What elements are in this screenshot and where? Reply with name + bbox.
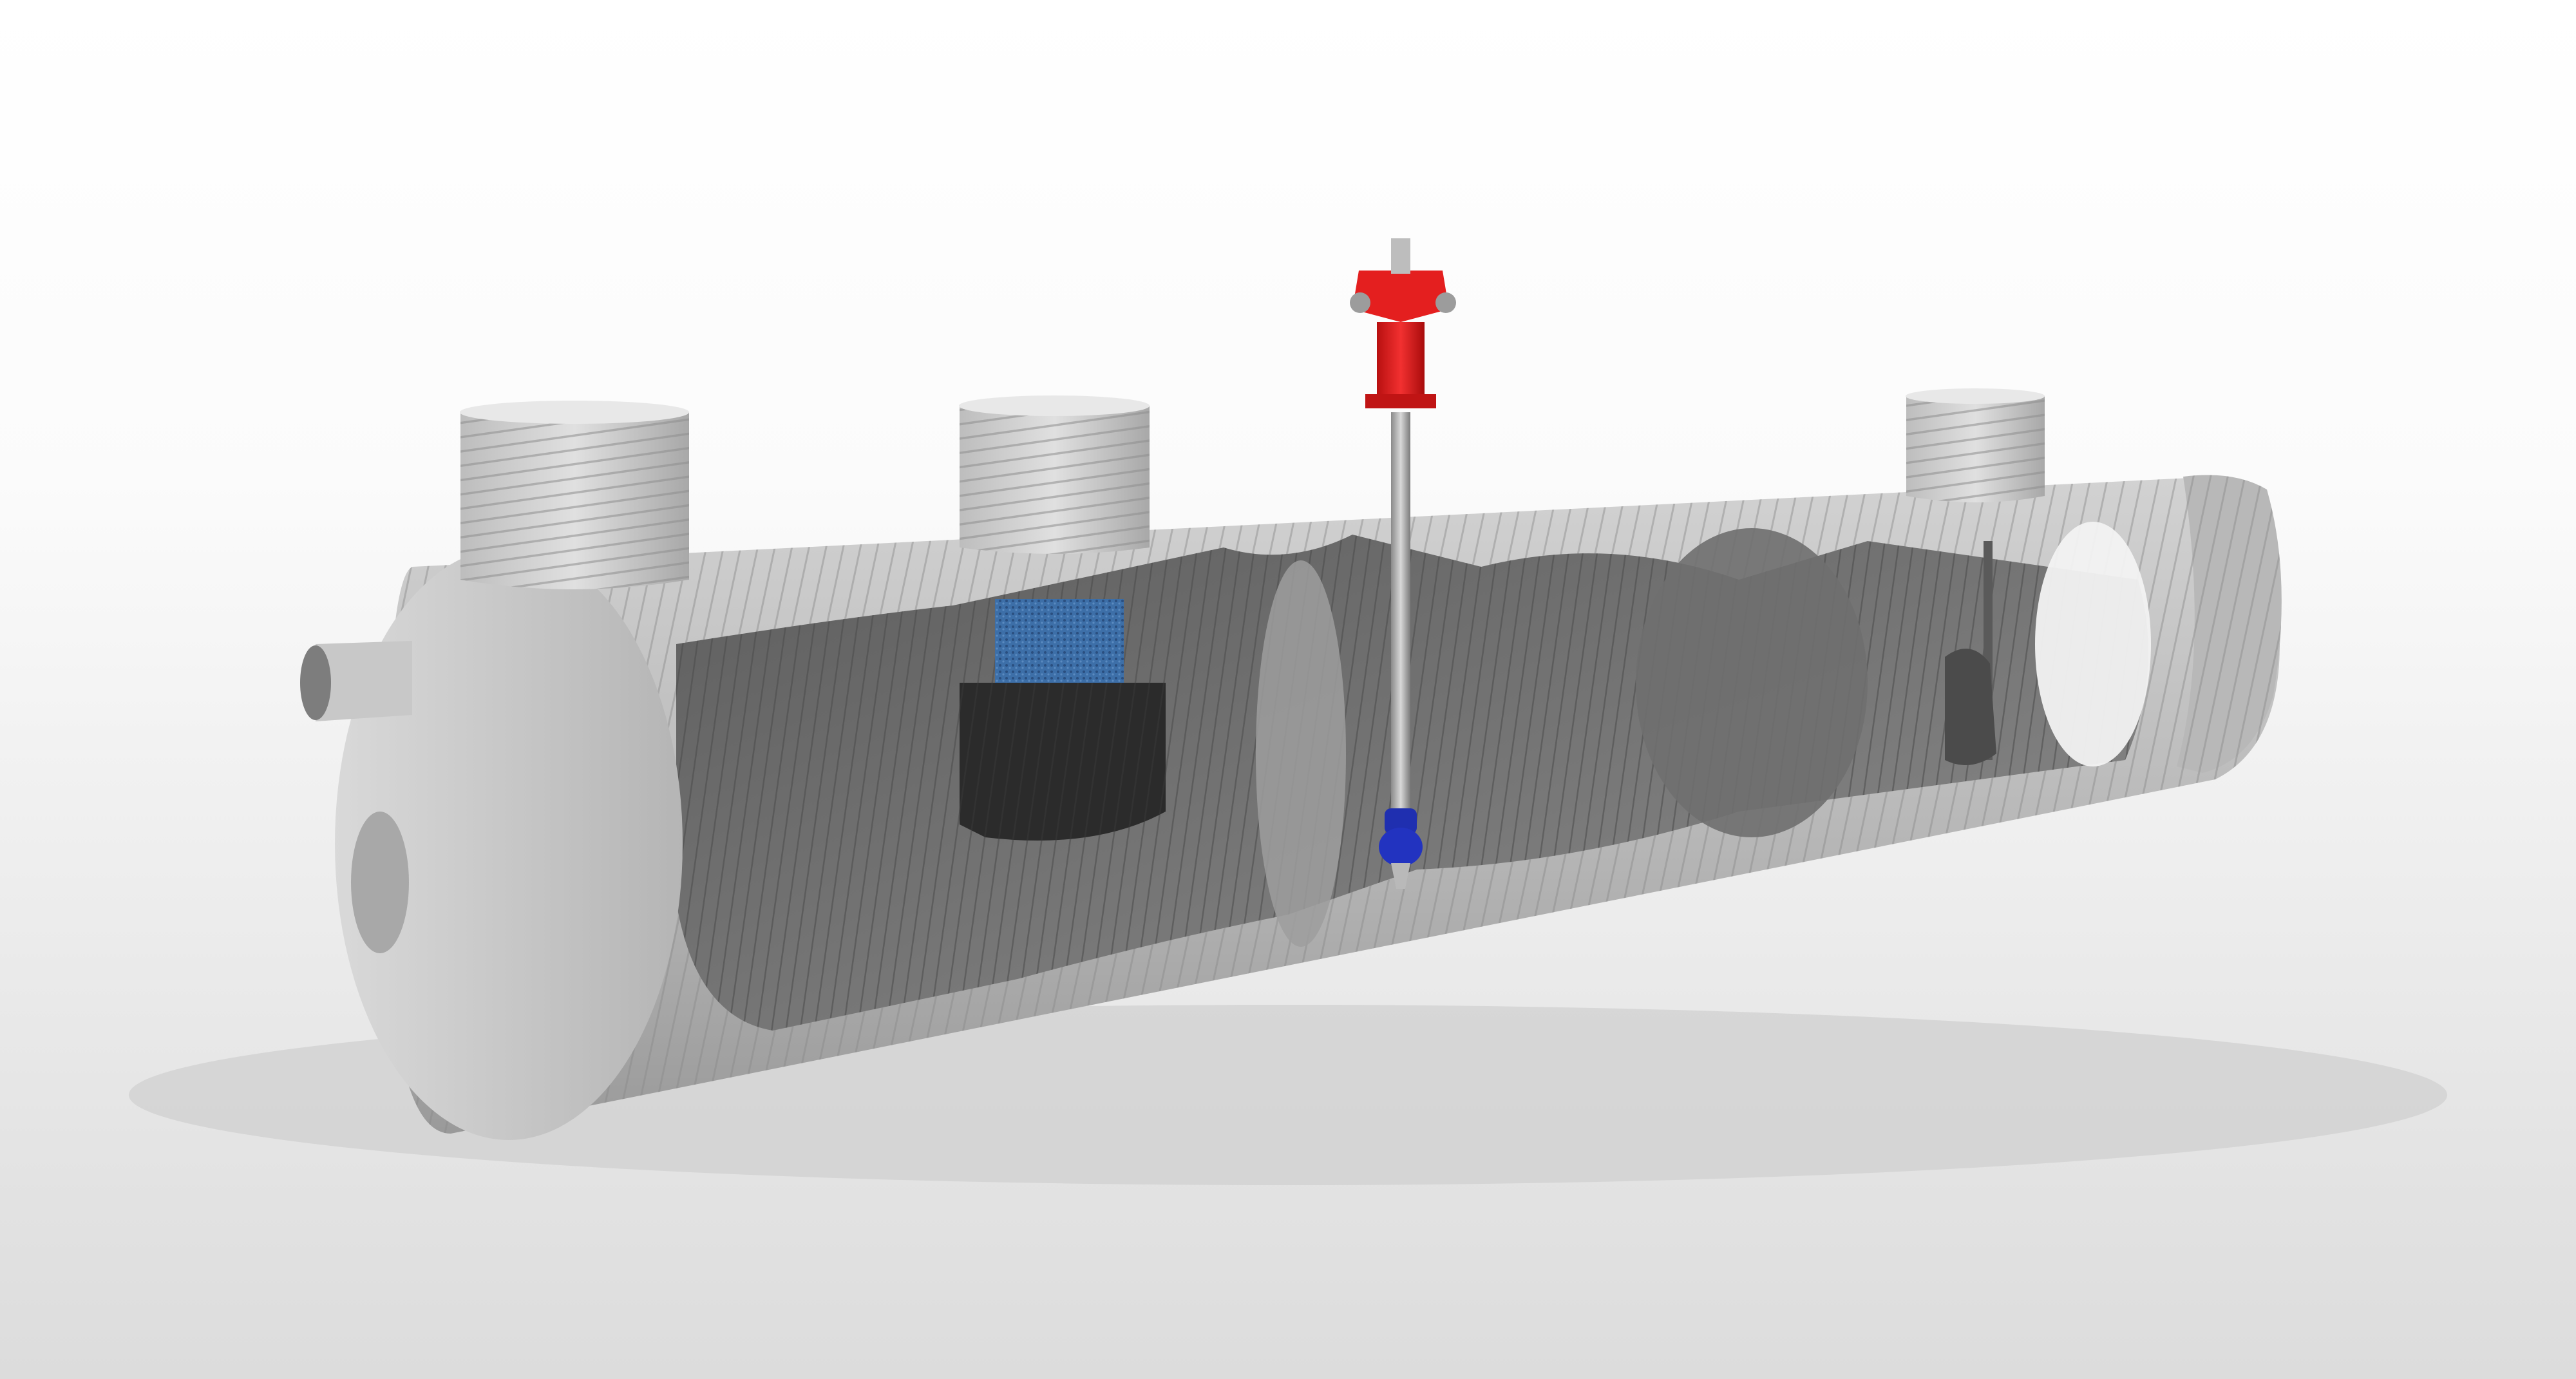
tank-end-cap bbox=[335, 547, 683, 1140]
fire-hydrant-standpipe bbox=[1350, 238, 1456, 837]
corrugated-end-ring bbox=[2177, 475, 2282, 773]
inlet-pipe bbox=[300, 641, 412, 721]
filter-chamber bbox=[960, 599, 1166, 841]
access-shaft-2 bbox=[959, 395, 1150, 554]
submersible-pump bbox=[1945, 541, 1996, 765]
gate-valve bbox=[1379, 808, 1423, 889]
access-shaft-3 bbox=[1906, 388, 2045, 502]
access-shaft-1 bbox=[460, 401, 689, 589]
